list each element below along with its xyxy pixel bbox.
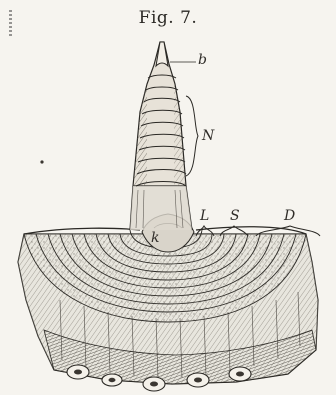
label-S: S (230, 208, 240, 224)
label-b: b (198, 52, 207, 68)
opening-core (150, 382, 158, 387)
opening-core (74, 370, 82, 375)
horn-cone (130, 40, 192, 230)
speck (40, 160, 43, 163)
label-k: k (151, 230, 159, 246)
opening-core (109, 378, 116, 382)
opening-core (194, 378, 202, 383)
bracket-N (186, 96, 198, 176)
label-N: N (202, 128, 214, 144)
opening-core (236, 372, 244, 377)
label-D: D (284, 208, 295, 224)
label-L: L (200, 208, 209, 224)
